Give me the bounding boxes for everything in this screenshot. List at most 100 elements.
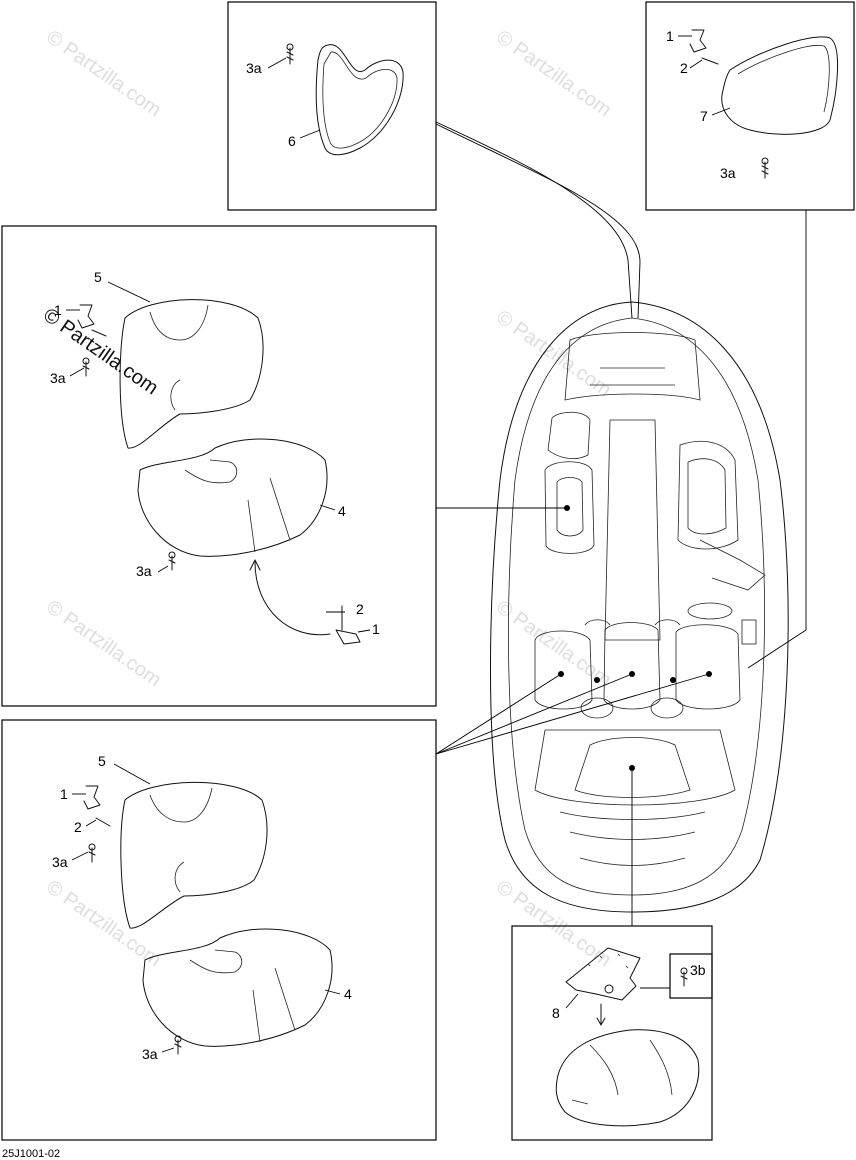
watermarks: © Partzilla.com © Partzilla.com © Partzi… — [39, 26, 615, 971]
watermark: © Partzilla.com — [42, 596, 165, 691]
callout-line — [357, 629, 371, 633]
side-latch — [741, 619, 757, 645]
screw-3a-tl — [286, 47, 294, 65]
callout-4: 4 — [338, 503, 346, 519]
screw-head — [82, 357, 90, 365]
callout-line — [69, 367, 85, 377]
center-hatch — [687, 602, 733, 620]
screw-3a-tr — [761, 161, 769, 179]
bow-ridge — [590, 367, 675, 386]
seat-4-seams — [252, 967, 296, 1043]
callout-line — [299, 129, 321, 139]
callout-line — [267, 57, 287, 69]
callout-line — [565, 993, 579, 1009]
arrow-head — [249, 559, 261, 571]
part-8-mat-assembly: 3b 8 — [552, 947, 706, 1127]
screw-2-tr — [701, 57, 719, 65]
rear-seat-left — [534, 630, 593, 710]
front-seat — [544, 461, 595, 554]
frame-bottom-left — [1, 719, 437, 1141]
mat-8 — [565, 947, 641, 1001]
clip-1b — [335, 629, 361, 645]
callout-8: 8 — [552, 1005, 560, 1021]
frame-bottom-right — [511, 925, 713, 1141]
part-seat-assembly-bottom: 5 1 2 3a 4 3a — [52, 753, 352, 1062]
callout-2: 2 — [680, 60, 688, 76]
callout-4: 4 — [344, 986, 352, 1002]
leader-top-left-2 — [435, 123, 641, 319]
watermark: © Partzilla.com — [492, 306, 615, 401]
screw-head — [286, 43, 294, 51]
seat-4 — [142, 928, 333, 1047]
screw-head — [168, 551, 176, 559]
screw-head — [174, 1035, 182, 1043]
front-seat-inner — [556, 477, 584, 537]
callout-1: 1 — [60, 786, 68, 802]
screw-head — [761, 157, 769, 165]
cup-holder-left — [580, 697, 614, 719]
arrow-down — [596, 1003, 606, 1026]
callout-line — [113, 763, 151, 785]
platform-cover — [555, 1029, 700, 1127]
callout-3a: 3a — [142, 1046, 158, 1062]
screw-head — [88, 843, 96, 851]
callout-3a: 3a — [246, 60, 262, 76]
arrow-curve — [254, 561, 331, 636]
watermark: © Partzilla.com — [492, 26, 615, 121]
callout-line — [689, 59, 703, 69]
callout-1: 1 — [666, 28, 674, 44]
frame-screw-3b — [669, 953, 713, 999]
callout-3b: 3b — [690, 962, 706, 978]
pad-inner — [737, 44, 830, 113]
callout-1: 1 — [372, 621, 380, 637]
screw-head — [680, 967, 688, 975]
pad-outline — [315, 44, 404, 156]
platform-cover-detail — [571, 1039, 673, 1105]
seat-4-pocket — [184, 459, 238, 484]
pad-inner — [322, 51, 398, 149]
callout-line — [161, 1047, 175, 1053]
right-console-inner — [687, 458, 727, 535]
callout-line — [157, 565, 169, 573]
part-6-backrest-pad: 3a 6 — [246, 43, 404, 156]
rear-seat-inner-left-marker — [594, 677, 600, 683]
screw-2 — [91, 329, 107, 337]
callout-3a: 3a — [136, 563, 152, 579]
mat-8-grommet — [604, 984, 614, 994]
callout-3a: 3a — [50, 370, 66, 386]
callout-line — [85, 819, 97, 827]
screw-2 — [95, 817, 111, 827]
rear-seat-inner-right-marker — [670, 677, 676, 683]
rear-headrests — [584, 619, 681, 626]
callout-line — [711, 107, 731, 116]
frame-top-right — [645, 1, 855, 211]
clip-1 — [83, 785, 101, 810]
callout-line — [319, 504, 336, 511]
watermark: © Partzilla.com — [42, 876, 165, 971]
pad-outline — [721, 36, 838, 135]
steering-column — [604, 419, 661, 641]
leader-top-right — [747, 210, 807, 669]
part-7-side-pad: 1 2 7 3a — [666, 28, 838, 181]
watercraft-hull — [490, 301, 789, 913]
leader-top-left — [435, 121, 633, 319]
callout-5: 5 — [94, 269, 102, 285]
rear-seat-right — [675, 624, 741, 710]
clip-1 — [77, 304, 95, 329]
right-side-rail — [699, 539, 766, 591]
clip-1-tr — [689, 29, 707, 53]
backrest-5-panel — [149, 787, 213, 893]
callout-6: 6 — [288, 133, 296, 149]
rear-platform — [534, 729, 736, 806]
cup-holder-right — [650, 697, 684, 719]
callout-1: 1 — [54, 302, 62, 318]
seat-4-seams — [247, 477, 291, 553]
right-console — [677, 440, 739, 550]
hull-inner — [508, 317, 765, 896]
callout-3a: 3a — [720, 165, 736, 181]
callout-line — [71, 851, 89, 861]
mat-8-holes — [587, 953, 629, 969]
backrest-5-panel — [149, 304, 209, 411]
